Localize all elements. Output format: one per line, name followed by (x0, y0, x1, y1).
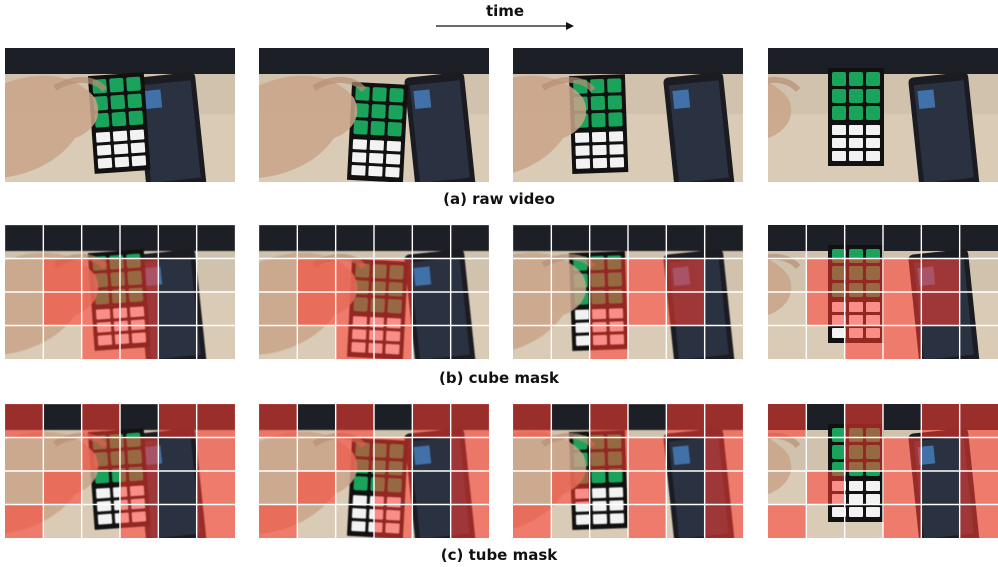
caption-tube-mask: (c) tube mask (440, 546, 558, 564)
video-frame-image (5, 404, 235, 538)
caption-cube-mask: (b) cube mask (438, 369, 560, 387)
video-frame-image (768, 225, 998, 359)
video-frame-image (5, 225, 235, 359)
time-label: time (485, 2, 525, 20)
video-frame-image (513, 404, 743, 538)
cube-mask-frame-3 (513, 225, 743, 359)
cube-mask-frame-2 (259, 225, 489, 359)
video-frame-image (5, 48, 235, 182)
raw-video-frame-4 (768, 48, 998, 182)
cube-mask-frame-4 (768, 225, 998, 359)
raw-video-frame-1 (5, 48, 235, 182)
video-frame-image (259, 404, 489, 538)
raw-video-frame-3 (513, 48, 743, 182)
video-frame-image (259, 225, 489, 359)
video-frame-image (768, 48, 998, 182)
tube-mask-frame-1 (5, 404, 235, 538)
video-frame-image (513, 48, 743, 182)
raw-video-frame-2 (259, 48, 489, 182)
caption-raw-video: (a) raw video (443, 190, 555, 208)
tube-mask-frame-3 (513, 404, 743, 538)
cube-mask-frame-1 (5, 225, 235, 359)
tube-mask-frame-4 (768, 404, 998, 538)
video-frame-image (513, 225, 743, 359)
video-frame-image (768, 404, 998, 538)
time-arrow-icon (436, 22, 574, 30)
video-frame-image (259, 48, 489, 182)
tube-mask-frame-2 (259, 404, 489, 538)
